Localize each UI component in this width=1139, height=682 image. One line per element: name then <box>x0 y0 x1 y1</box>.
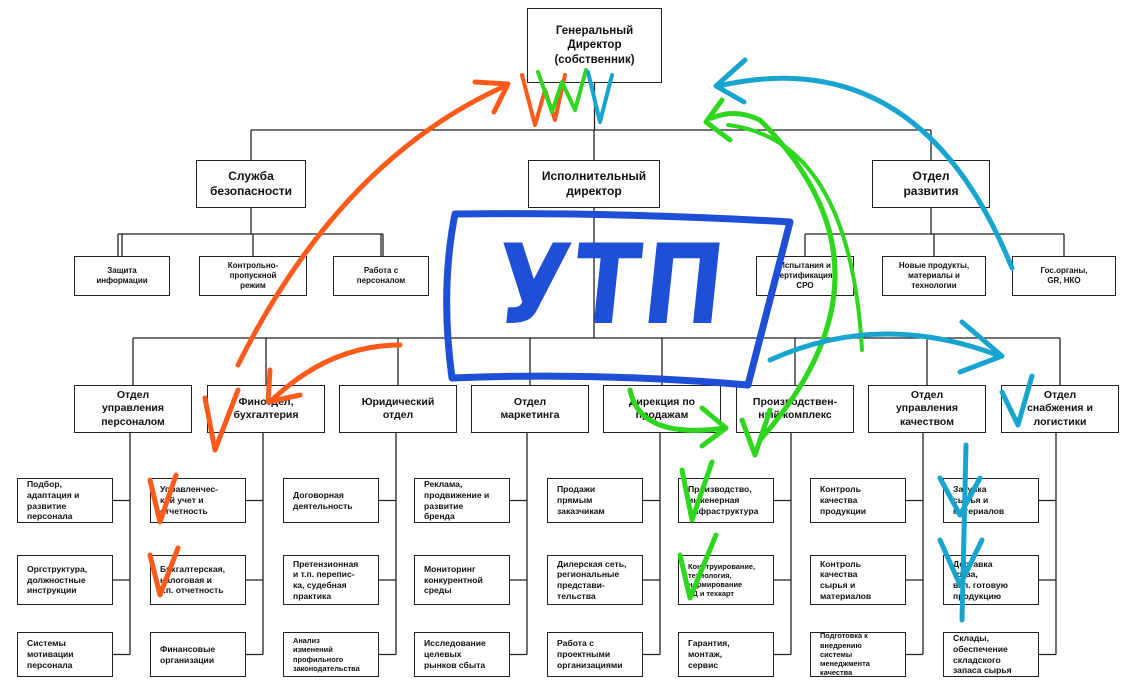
box-testing-certification: Испытания и сертификация, СРО <box>756 256 854 296</box>
box-supply-logistics: Отдел снабжения и логистики <box>1001 385 1119 433</box>
unit-box: Склады, обеспечение складского запаса сы… <box>943 632 1039 677</box>
box-development-department: Отдел развития <box>872 160 990 208</box>
unit-box: Системы мотивации персонала <box>17 632 113 677</box>
box-access-control: Контрольно- пропускной режим <box>199 256 307 296</box>
unit-box: Претензионная и т.п. перепис- ка, судебн… <box>283 555 379 605</box>
box-marketing-department: Отдел маркетинга <box>471 385 589 433</box>
unit-box: Производство, инженерная инфраструктура <box>678 478 774 523</box>
box-legal-department: Юридический отдел <box>339 385 457 433</box>
unit-box: Доставка груза, вкл. готовую продукцию <box>943 555 1039 605</box>
unit-box: Договорная деятельность <box>283 478 379 523</box>
box-new-products: Новые продукты, материалы и технологии <box>882 256 986 296</box>
unit-box: Дилерская сеть, региональные представи- … <box>547 555 643 605</box>
unit-box: Бухгалтерская, налоговая и т.п. отчетнос… <box>150 555 246 605</box>
unit-box: Реклама, продвижение и развитие бренда <box>414 478 510 523</box>
box-personnel-work: Работа с персоналом <box>333 256 429 296</box>
box-information-protection: Защита информации <box>74 256 170 296</box>
box-production-complex: Производствен- ный комплекс <box>736 385 854 433</box>
unit-box: Оргструктура, должностные инструкции <box>17 555 113 605</box>
unit-box: Работа с проектными организациями <box>547 632 643 677</box>
unit-box: Управленчес- кий учет и отчетность <box>150 478 246 523</box>
box-government-bodies: Гос.органы, GR, НКО <box>1012 256 1116 296</box>
box-general-director: Генеральный Директор (собственник) <box>527 8 662 83</box>
box-sales-directorate: Дирекция по продажам <box>603 385 721 433</box>
box-executive-director: Исполнительный директор <box>528 160 660 208</box>
unit-box: Контроль качества продукции <box>810 478 906 523</box>
unit-box: Гарантия, монтаж, сервис <box>678 632 774 677</box>
unit-box: Закупка сырья и материалов <box>943 478 1039 523</box>
unit-box: Подготовка к внедрению системы менеджмен… <box>810 631 906 677</box>
box-quality-department: Отдел управления качеством <box>868 385 986 433</box>
box-security-service: Служба безопасности <box>196 160 306 208</box>
unit-box: Контроль качества сырья и материалов <box>810 555 906 605</box>
unit-box: Исследование целевых рынков сбыта <box>414 632 510 677</box>
unit-box: Мониторинг конкурентной среды <box>414 555 510 605</box>
unit-box: Финансовые организации <box>150 632 246 677</box>
unit-box: Конструирование, технология, нормировани… <box>678 555 774 605</box>
unit-box: Анализ изменений профильного законодател… <box>283 632 379 677</box>
box-hr-department: Отдел управления персоналом <box>74 385 192 433</box>
box-finance-department: Финотдел, бухгалтерия <box>207 385 325 433</box>
unit-box: Продажи прямым заказчикам <box>547 478 643 523</box>
unit-box: Подбор, адаптация и развитие персонала <box>17 478 113 523</box>
